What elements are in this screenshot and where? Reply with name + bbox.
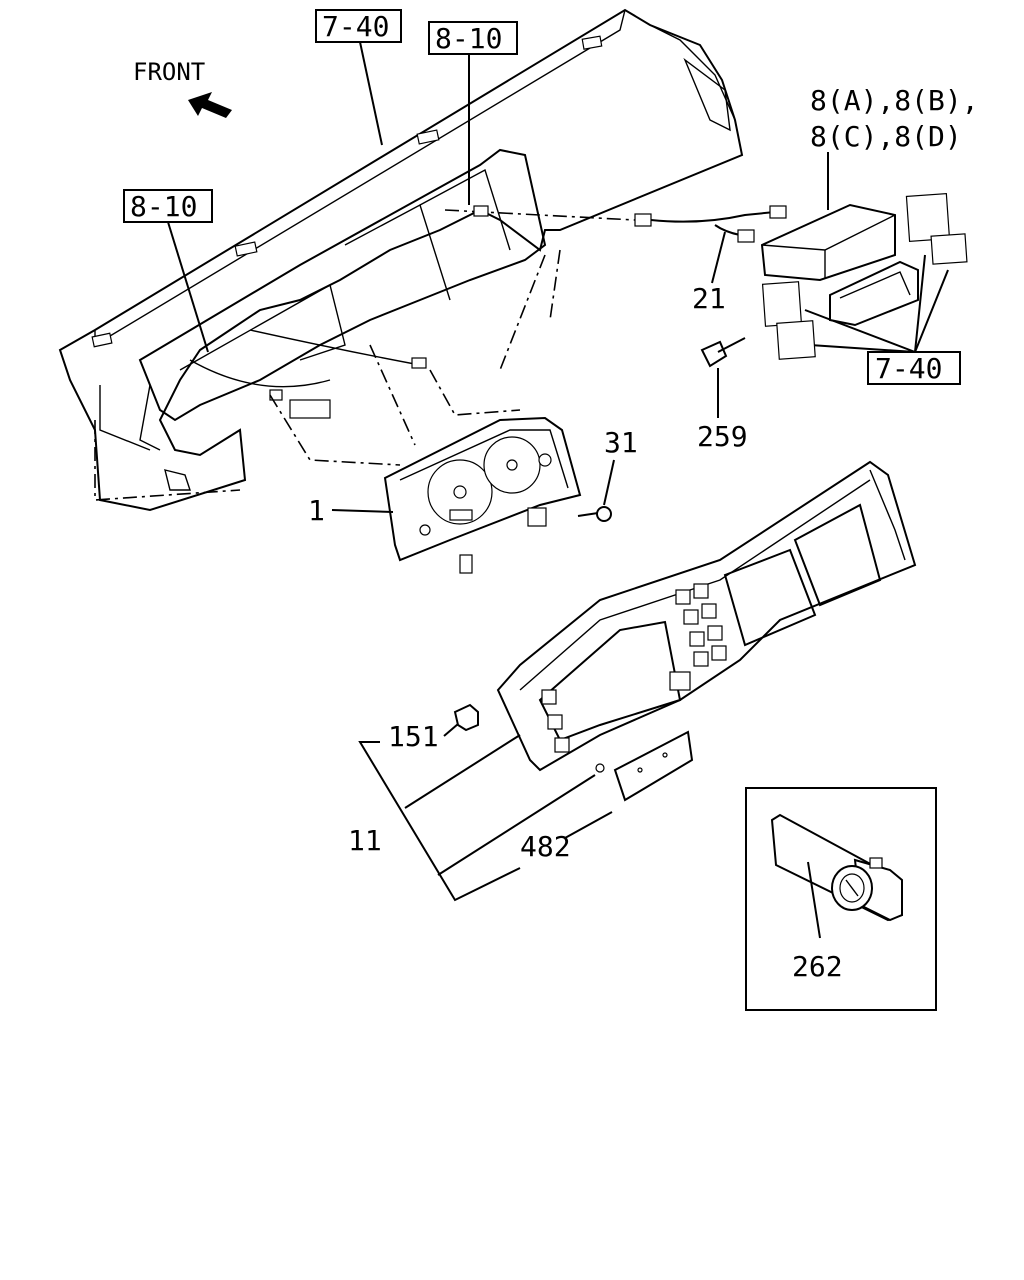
module-8 — [760, 203, 919, 327]
inset-262 — [745, 787, 937, 1011]
front-label: FRONT — [133, 58, 205, 86]
bracket-set — [761, 193, 968, 360]
screw-259-label: 259 — [697, 420, 748, 453]
module-8-label-line1: 8(A),8(B), — [810, 84, 979, 117]
screw-31 — [527, 506, 612, 527]
clip-151 — [453, 703, 479, 732]
ref-box-top-center-label: 7-40 — [322, 10, 389, 43]
ref-box-top-center: 7-40 — [315, 9, 402, 43]
dashboard-assembly — [58, 8, 744, 512]
front-direction-indicator: FRONT — [133, 58, 232, 118]
ref-box-top-right: 8-10 — [428, 21, 518, 55]
ref-box-top-right-label: 8-10 — [435, 22, 502, 55]
ref-box-left-label: 8-10 — [130, 190, 197, 223]
plate-482 — [595, 730, 694, 802]
cluster-panel-11-label: 11 — [348, 824, 382, 857]
ref-box-left: 8-10 — [123, 189, 213, 223]
ref-box-right: 7-40 — [867, 351, 961, 385]
meter-1-label: 1 — [308, 494, 325, 527]
screw-259 — [700, 337, 746, 368]
clip-151-label: 151 — [388, 720, 439, 753]
harness-21 — [444, 205, 787, 243]
module-8-label-line2: 8(C),8(D) — [810, 120, 962, 153]
cluster-panel-11 — [496, 460, 917, 772]
inset-262-label: 262 — [792, 950, 843, 983]
meter-1 — [269, 344, 582, 574]
front-arrow-icon — [188, 92, 232, 118]
harness-21-label: 21 — [692, 282, 726, 315]
plate-482-label: 482 — [520, 830, 571, 863]
ref-box-right-label: 7-40 — [875, 352, 942, 385]
screw-31-label: 31 — [604, 426, 638, 459]
